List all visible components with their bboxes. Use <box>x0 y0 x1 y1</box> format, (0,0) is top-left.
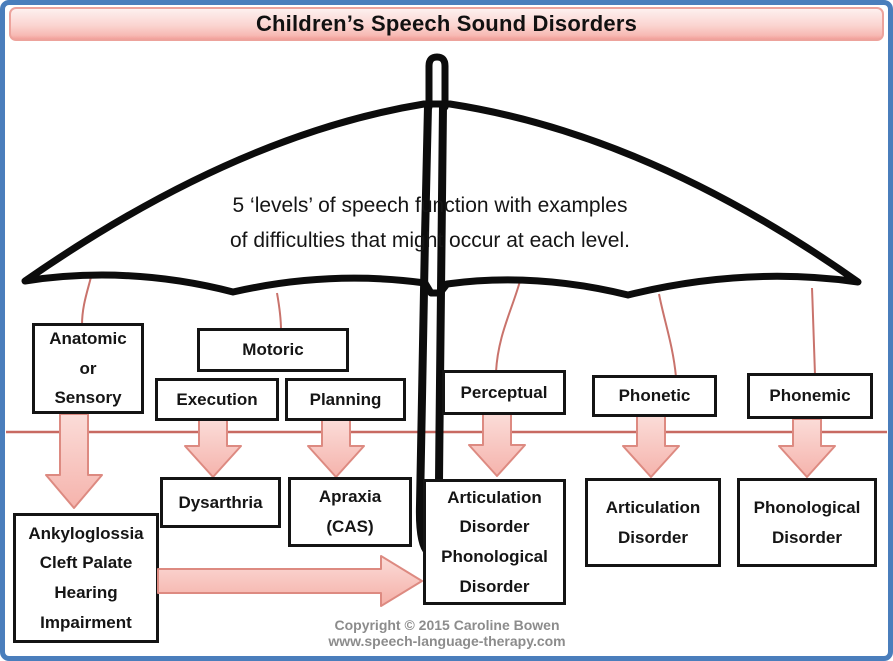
title-banner: Children’s Speech Sound Disorders <box>9 7 884 41</box>
box-apraxia-cas: Apraxia (CAS) <box>288 477 412 547</box>
rib-connectors <box>81 272 816 378</box>
down-arrow-execution <box>184 419 242 478</box>
box-motoric: Motoric <box>197 328 349 372</box>
down-arrow-perceptual <box>468 413 526 477</box>
flow-arrow-ankyloglossia-to-articulation <box>157 555 423 607</box>
website-line: www.speech-language-therapy.com <box>328 633 566 649</box>
umbrella-ferrule <box>425 53 449 111</box>
connector-phonemic <box>811 287 816 376</box>
box-articulation-disorder: Articulation Disorder <box>585 478 721 567</box>
down-arrow-phonemic <box>778 418 836 478</box>
page-title: Children’s Speech Sound Disorders <box>255 11 638 36</box>
umbrella-caption: 5 ‘levels’ of speech function with examp… <box>140 188 720 258</box>
box-planning: Planning <box>285 378 406 421</box>
box-perceptual: Perceptual <box>442 370 566 415</box>
umbrella-caption-line2: of difficulties that might occur at each… <box>230 229 630 252</box>
box-articulation-phonological-disorder: Articulation Disorder Phonological Disor… <box>423 479 566 605</box>
box-anatomic-sensory: Anatomic or Sensory <box>32 323 144 414</box>
down-arrow-phonetic <box>622 415 680 478</box>
umbrella-caption-line1: 5 ‘levels’ of speech function with examp… <box>232 194 628 217</box>
connector-phonetic <box>658 293 677 378</box>
box-execution: Execution <box>155 378 279 421</box>
umbrella-pole-right <box>435 102 447 486</box>
down-arrow-anatomic <box>45 413 103 509</box>
copyright-footer: Copyright © 2015 Caroline Bowen www.spee… <box>263 617 631 649</box>
down-arrow-planning <box>307 419 365 478</box>
umbrella <box>21 53 862 556</box>
connector-perceptual <box>495 280 521 373</box>
box-phonemic: Phonemic <box>747 373 873 419</box>
box-phonetic: Phonetic <box>592 375 717 417</box>
box-dysarthria: Dysarthria <box>160 477 281 528</box>
copyright-line: Copyright © 2015 Caroline Bowen <box>334 617 560 633</box>
box-ankyloglossia-cleft-hearing: Ankyloglossia Cleft Palate Hearing Impai… <box>13 513 159 643</box>
down-arrows <box>45 413 836 509</box>
connector-motoric <box>276 292 282 331</box>
box-phonological-disorder: Phonological Disorder <box>737 478 877 567</box>
umbrella-pole-left <box>415 102 432 556</box>
